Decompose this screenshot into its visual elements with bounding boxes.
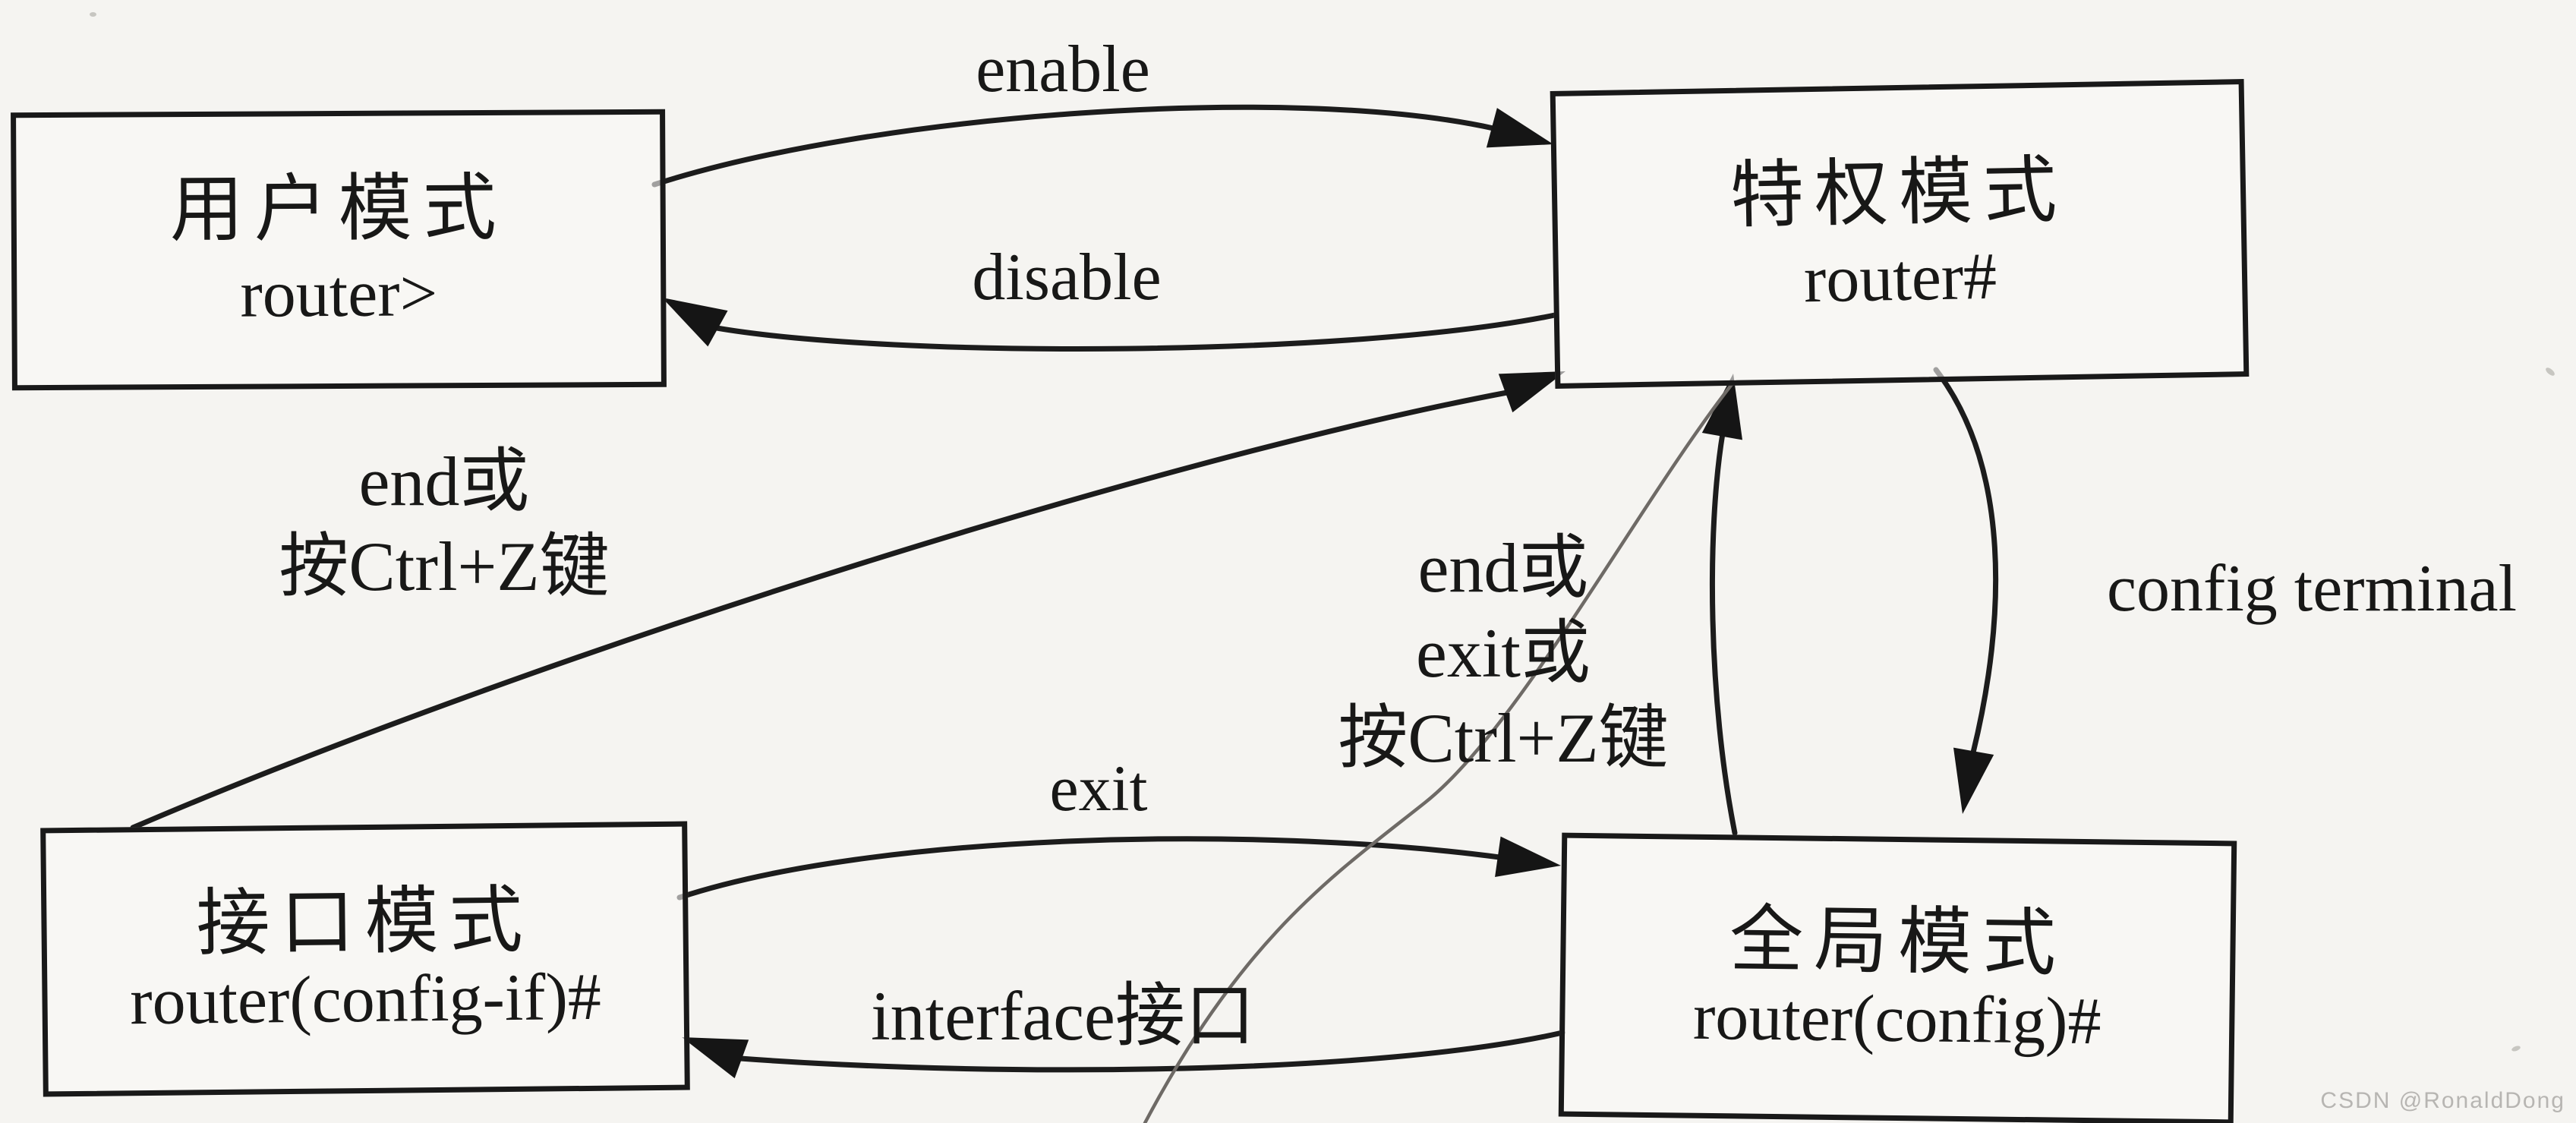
interface-to-privileged-arrowhead — [1498, 371, 1565, 413]
global-to-privileged-arrowhead — [1701, 374, 1743, 440]
node-privileged-mode-prompt: router# — [1803, 239, 1997, 317]
global-to-privileged-arrow-line — [1709, 431, 1738, 836]
disable-arrow-line — [714, 312, 1558, 352]
stray-scan-line — [1143, 381, 1735, 1123]
scan-speck — [90, 12, 96, 17]
node-interface-mode-prompt: router(config-if)# — [129, 960, 602, 1039]
disable-arrowhead — [662, 298, 728, 347]
global-to-privileged-label-line3: 按Ctrl+Z键 — [1338, 699, 1669, 778]
exit-arrowhead — [1495, 836, 1561, 878]
config-terminal-arrowhead — [1953, 747, 1994, 814]
node-global-mode-prompt: router(config)# — [1692, 979, 2102, 1058]
node-interface-mode-title: 接口模式 — [195, 879, 534, 964]
interface-to-privileged-label-line1: end或 — [358, 443, 530, 520]
node-global-mode-title: 全局模式 — [1729, 898, 2067, 985]
enable-label: enable — [976, 33, 1150, 106]
exit-arrow-line — [676, 836, 1502, 901]
node-user-mode: 用户模式 router> — [11, 109, 667, 391]
enable-arrowhead — [1486, 108, 1553, 148]
interface-cmd-arrow-line — [737, 1030, 1565, 1073]
node-privileged-mode: 特权模式 router# — [1550, 79, 2250, 389]
interface-cmd-arrowhead — [682, 1037, 749, 1079]
node-global-mode: 全局模式 router(config)# — [1558, 832, 2237, 1123]
global-to-privileged-label-line1: end或 — [1417, 529, 1589, 607]
config-terminal-label: config terminal — [2106, 552, 2518, 626]
global-to-privileged-label-line2: exit或 — [1416, 614, 1591, 692]
global-to-privileged-label: end或 exit或 按Ctrl+Z键 — [1313, 525, 1693, 781]
enable-arrow-line — [651, 104, 1496, 188]
interface-cmd-label: interface接口 — [871, 977, 1255, 1055]
node-user-mode-prompt: router> — [240, 256, 438, 332]
node-interface-mode: 接口模式 router(config-if)# — [40, 821, 690, 1097]
node-privileged-mode-title: 特权模式 — [1729, 149, 2068, 237]
interface-to-privileged-arrow-line — [130, 390, 1510, 831]
csdn-watermark: CSDN @RonaldDong — [2320, 1088, 2565, 1113]
exit-label: exit — [1049, 752, 1148, 825]
config-terminal-arrow-line — [1933, 367, 1999, 756]
interface-to-privileged-label: end或 按Ctrl+Z键 — [254, 439, 634, 609]
interface-to-privileged-label-line2: 按Ctrl+Z键 — [279, 528, 610, 606]
disable-label: disable — [972, 241, 1162, 314]
node-user-mode-title: 用户模式 — [169, 167, 507, 251]
